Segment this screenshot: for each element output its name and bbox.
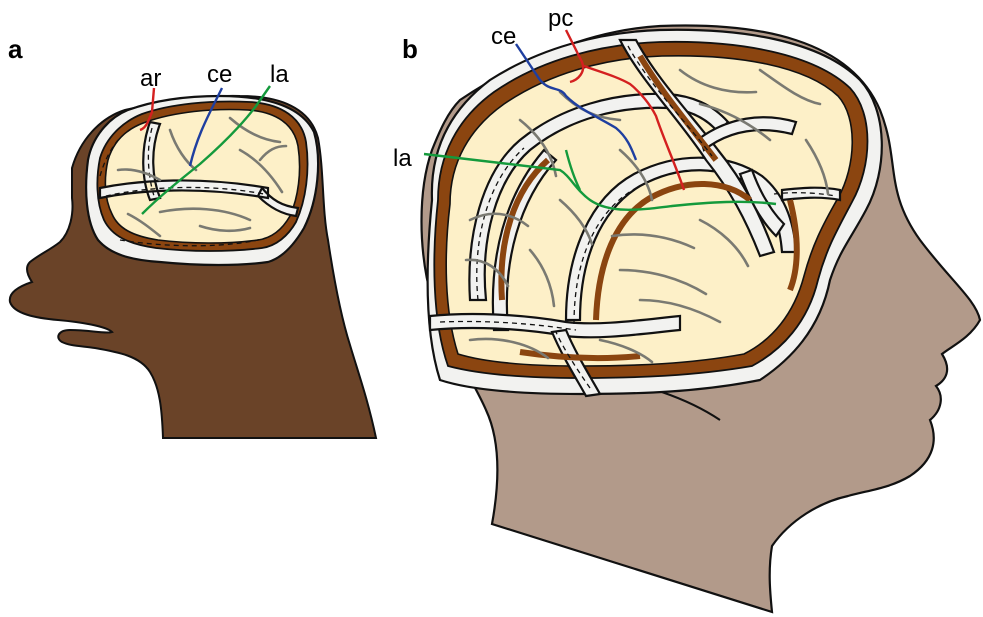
panel-a-letter: a [8, 34, 23, 64]
label-la-a: la [270, 61, 289, 88]
label-pc: pc [548, 5, 573, 32]
label-ce-a: ce [207, 61, 232, 88]
panel-b-letter: b [402, 34, 418, 64]
label-la-b: la [393, 145, 412, 172]
panel-a: a ar ce la [8, 34, 376, 438]
label-ce-b: ce [491, 23, 516, 50]
label-ar: ar [140, 65, 161, 92]
panel-b: b ce pc la [393, 5, 980, 612]
